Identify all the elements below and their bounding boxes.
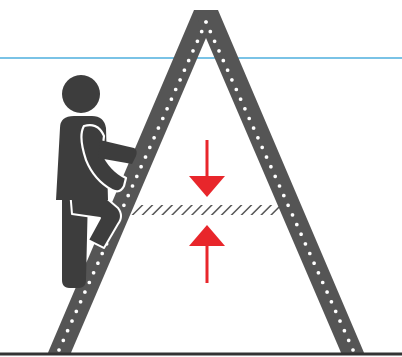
ladder-right-leg xyxy=(194,10,365,355)
left-leg-rivet xyxy=(131,184,135,188)
right-leg-rivet xyxy=(239,97,243,101)
right-leg-rivet xyxy=(343,329,347,333)
left-leg-rivet xyxy=(148,146,152,150)
left-leg-rivet xyxy=(152,136,156,140)
right-leg-rivet xyxy=(230,78,234,82)
left-leg-rivet xyxy=(83,290,87,294)
left-leg-rivet xyxy=(139,165,143,169)
left-leg-rivet xyxy=(144,155,148,159)
right-leg-rivet xyxy=(269,165,273,169)
right-leg-rivet xyxy=(265,155,269,159)
right-leg-rivet xyxy=(209,30,213,34)
right-leg-rivet xyxy=(334,310,338,314)
right-leg-rivet xyxy=(321,281,325,285)
left-leg-rivet xyxy=(92,271,96,275)
right-leg-rivet xyxy=(243,107,247,111)
left-leg-rivet xyxy=(183,68,187,72)
right-leg-rivet xyxy=(222,59,226,63)
right-leg-rivet xyxy=(351,348,355,352)
right-leg-rivet xyxy=(278,184,282,188)
spreader-bar xyxy=(130,205,280,215)
left-leg-rivet xyxy=(157,126,161,130)
right-leg-rivet xyxy=(273,175,277,179)
left-leg-rivet xyxy=(196,40,200,44)
right-leg-rivet xyxy=(347,339,351,343)
right-leg-rivet xyxy=(291,213,295,217)
right-leg-rivet xyxy=(204,20,208,24)
left-leg-rivet xyxy=(178,78,182,82)
left-leg-rivet xyxy=(57,348,61,352)
arrow-up-icon xyxy=(189,225,225,283)
right-leg-rivet xyxy=(213,40,217,44)
left-leg-rivet xyxy=(96,261,100,265)
right-leg-rivet xyxy=(247,117,251,121)
left-leg-rivet xyxy=(135,175,139,179)
left-leg-rivet xyxy=(70,319,74,323)
left-leg-rivet xyxy=(100,252,104,256)
left-leg-rivet xyxy=(170,97,174,101)
left-leg-rivet xyxy=(191,49,195,53)
right-leg-rivet xyxy=(295,223,299,227)
right-leg-rivet xyxy=(317,271,321,275)
right-leg-rivet xyxy=(325,290,329,294)
left-leg-rivet xyxy=(126,194,130,198)
left-leg-rivet xyxy=(161,117,165,121)
right-leg-rivet xyxy=(308,252,312,256)
right-leg-rivet xyxy=(299,232,303,236)
person-head xyxy=(62,75,100,113)
right-leg-rivet xyxy=(235,88,239,92)
left-leg-rivet xyxy=(165,107,169,111)
right-leg-rivet xyxy=(252,126,256,130)
right-leg-rivet xyxy=(260,146,264,150)
left-leg-rivet xyxy=(66,329,70,333)
left-leg-rivet xyxy=(174,88,178,92)
right-leg-rivet xyxy=(286,204,290,208)
right-leg-rivet xyxy=(330,300,334,304)
left-leg-rivet xyxy=(75,310,79,314)
arrow-down-icon xyxy=(189,140,225,197)
right-leg-rivet xyxy=(226,68,230,72)
left-leg-rivet xyxy=(79,300,83,304)
right-leg-rivet xyxy=(217,49,221,53)
left-leg-rivet xyxy=(62,339,66,343)
left-leg-rivet xyxy=(88,281,92,285)
right-leg-rivet xyxy=(338,319,342,323)
left-leg-rivet xyxy=(187,59,191,63)
right-leg-rivet xyxy=(256,136,260,140)
right-leg-rivet xyxy=(282,194,286,198)
left-leg-rivet xyxy=(200,30,204,34)
right-leg-rivet xyxy=(304,242,308,246)
left-leg-rivet xyxy=(122,204,126,208)
right-leg-rivet xyxy=(312,261,316,265)
